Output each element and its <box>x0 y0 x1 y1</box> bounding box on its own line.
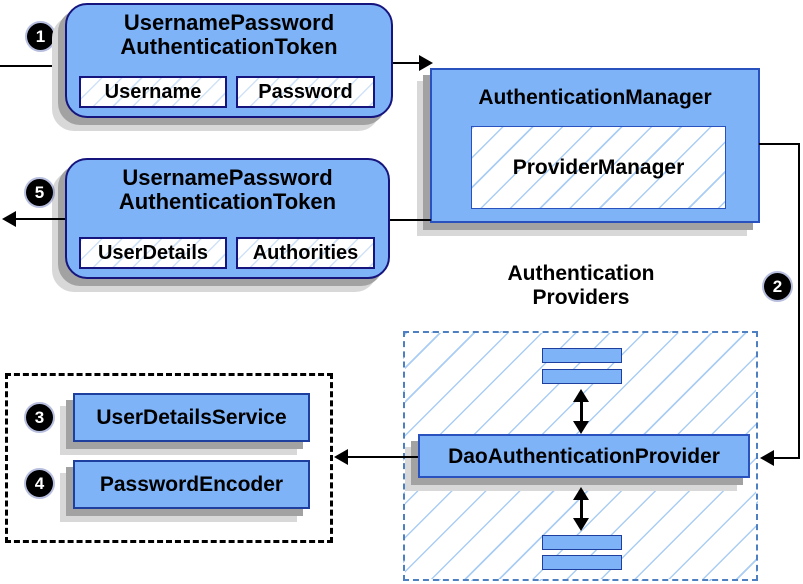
token-title-line2: AuthenticationToken <box>118 189 337 214</box>
step-3-badge: 3 <box>26 404 53 431</box>
arrow-up-icon <box>573 487 589 500</box>
step-1-badge: 1 <box>27 23 54 50</box>
arrow-down-icon <box>573 518 589 531</box>
providers-label-line1: Authentication <box>507 262 655 285</box>
arrow-left-icon <box>760 450 774 466</box>
token-title-line2: AuthenticationToken <box>120 34 338 59</box>
user-details-service-box: UserDetailsService <box>73 393 310 442</box>
provider-placeholder-bar <box>542 535 622 550</box>
token-title: UsernamePassword AuthenticationToken <box>67 5 391 59</box>
token-to-manager-line <box>393 62 421 64</box>
step-4-badge: 4 <box>26 470 53 497</box>
collaborators-container <box>5 373 333 543</box>
provider-placeholder-bar <box>542 555 622 570</box>
dao-authentication-provider-box: DaoAuthenticationProvider <box>418 434 750 478</box>
arrow-left-icon <box>334 449 348 465</box>
manager-to-result-line <box>390 219 431 221</box>
authorities-field: Authorities <box>236 237 375 269</box>
arrow-right-icon <box>419 55 433 71</box>
provider-placeholder-bar <box>542 369 622 384</box>
username-password-token-result: UsernamePassword AuthenticationToken Use… <box>65 158 390 279</box>
arrow-left-icon <box>2 211 16 227</box>
token-title-line1: UsernamePassword <box>122 165 333 190</box>
authentication-providers-label: Authentication Providers <box>456 262 706 310</box>
userdetails-field: UserDetails <box>79 237 227 269</box>
providers-label-line2: Providers <box>532 286 630 309</box>
provider-manager-box: ProviderManager <box>471 126 726 209</box>
authentication-manager-title: AuthenticationManager <box>478 86 712 109</box>
step-5-badge: 5 <box>26 179 53 206</box>
result-outgoing-line <box>14 218 65 220</box>
token-title-line1: UsernamePassword <box>123 10 335 35</box>
password-field: Password <box>236 76 375 108</box>
double-arrow-line <box>580 498 583 520</box>
step-2-path-vertical <box>798 143 800 459</box>
arrow-up-icon <box>573 389 589 402</box>
username-password-token-request: UsernamePassword AuthenticationToken Use… <box>65 3 393 118</box>
password-encoder-box: PasswordEncoder <box>73 460 310 509</box>
step-2-path-top <box>759 143 800 145</box>
authentication-manager-box: AuthenticationManager ProviderManager <box>430 68 760 223</box>
step-2-path-bottom <box>774 457 800 459</box>
provider-placeholder-bar <box>542 348 622 363</box>
incoming-request-line <box>0 65 63 67</box>
token-title: UsernamePassword AuthenticationToken <box>67 160 388 214</box>
arrow-down-icon <box>573 421 589 434</box>
double-arrow-line <box>580 400 583 423</box>
step-2-badge: 2 <box>764 273 791 300</box>
username-field: Username <box>79 76 227 108</box>
dao-to-collaborators-line <box>347 456 418 458</box>
